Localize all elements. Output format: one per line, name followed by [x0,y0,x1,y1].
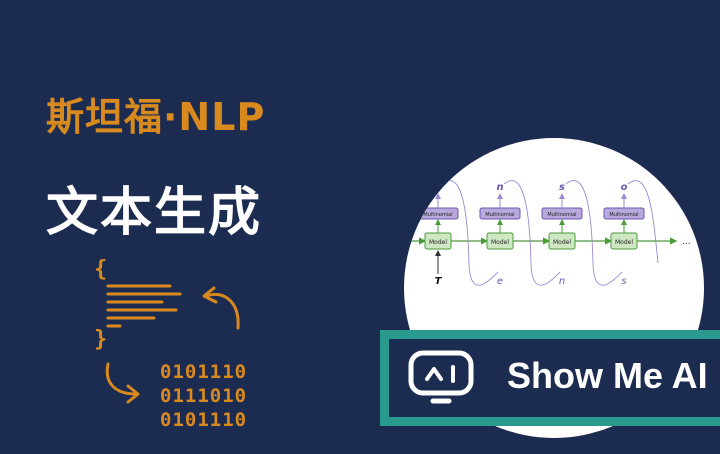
sampler-label: Multinomial [423,212,452,218]
sampler-label: Multinomial [609,212,638,218]
binary-row: 0101110 [160,409,248,431]
input-char: n [559,276,565,287]
brand-name: Show Me AI [507,355,708,396]
input-char: e [497,276,503,287]
code-lines-icon: { } [94,257,240,404]
ellipsis-label: ... [682,237,691,247]
feedback-loop-curve [441,180,499,286]
output-char: s [559,182,565,193]
model-label: Model [491,239,509,246]
feedback-loop-curve [565,180,623,286]
feedback-loop-curve [627,180,659,264]
model-label: Model [429,239,447,246]
input-char: T [435,276,443,287]
input-char: s [621,276,626,287]
brand-banner: Show Me AI [380,330,720,426]
svg-text:{: { [94,257,107,282]
feedback-loop-curve [503,180,561,286]
sampler-label: Multinomial [485,212,514,218]
output-char: e [435,182,442,193]
model-label: Model [615,239,633,246]
output-char: o [621,182,628,193]
output-char: n [496,182,503,193]
model-label: Model [553,239,571,246]
page-title: 文本生成 [46,183,263,243]
svg-text:}: } [94,327,107,352]
sampler-label: Multinomial [547,212,576,218]
rnn-generation-diagram: ModelMultinomialeTModelMultinomialneMode… [406,180,691,287]
binary-row: 0101110 [160,361,248,383]
binary-block: 0101110 0111010 0101110 [160,360,247,432]
binary-row: 0111010 [160,385,248,407]
robot-face-icon [408,350,474,404]
subtitle: 斯坦福·NLP [46,95,266,139]
